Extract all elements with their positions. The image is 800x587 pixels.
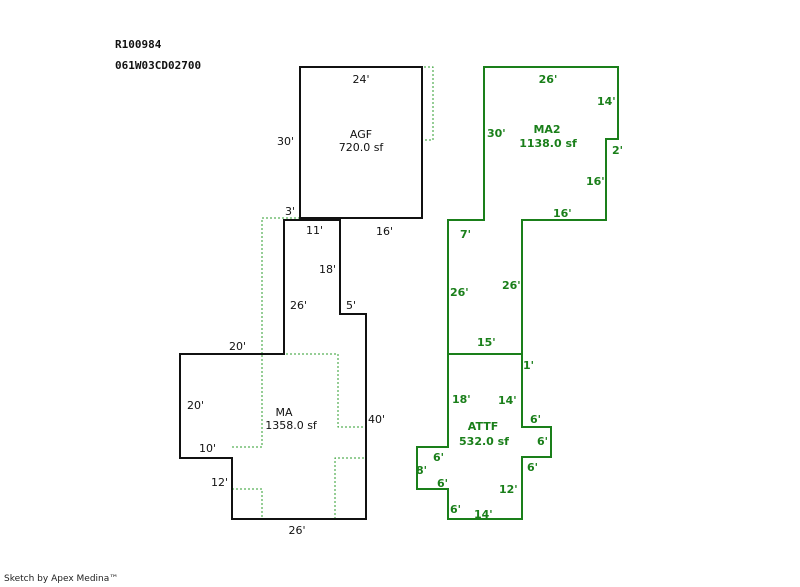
dim-agf-left: 30': [277, 135, 294, 148]
ma-outline: [179, 219, 367, 520]
dim-ma-26-bottom: 26': [288, 524, 305, 537]
attf-area: 532.0 sf: [459, 435, 509, 448]
dim-attf-6d: 6': [527, 461, 538, 474]
agf-area: 720.0 sf: [339, 141, 385, 154]
dim-attf-6f: 6': [450, 503, 461, 516]
ma-area: 1358.0 sf: [265, 419, 318, 432]
dim-ma2-26b: 26': [502, 279, 521, 292]
agf-dotted-edge: [300, 66, 434, 141]
dim-attf-18: 18': [452, 393, 471, 406]
account-number: 061W03CD02700: [115, 59, 202, 72]
dim-ma-40: 40': [368, 413, 385, 426]
parcel-id: R100984: [115, 38, 162, 51]
dim-ma-20-left: 20': [187, 399, 204, 412]
dim-attf-6c: 6': [433, 451, 444, 464]
dim-attf-6a: 6': [530, 413, 541, 426]
dim-attf-14a: 14': [498, 394, 517, 407]
ma2-code: MA2: [533, 123, 560, 136]
ma-dotted-low2: [232, 488, 263, 519]
dim-ma2-2: 2': [612, 144, 623, 157]
dim-ma-5: 5': [346, 299, 356, 312]
footer-credit: Sketch by Apex Medina™: [4, 574, 119, 584]
ma-dotted-inner: [262, 353, 366, 428]
attf-outline: [416, 353, 552, 520]
dim-agf-3: 3': [285, 205, 295, 218]
dim-ma-11: 11': [306, 224, 323, 237]
dim-ma-12: 12': [211, 476, 228, 489]
dim-ma2-7: 7': [460, 228, 471, 241]
dim-ma-20-top: 20': [229, 340, 246, 353]
attf-code: ATTF: [468, 420, 498, 433]
dim-ma2-26a: 26': [450, 286, 469, 299]
dim-ma-18: 18': [319, 263, 336, 276]
green-dimensions: 26' 14' 30' 2' 16' 16' 7' 26' 26' 15' 1'…: [416, 73, 623, 521]
dim-attf-8: 8': [416, 464, 427, 477]
dim-attf-6e: 6': [437, 477, 448, 490]
dim-ma2-15: 15': [477, 336, 496, 349]
ma-dotted-left: [261, 217, 300, 354]
dim-ma2-16a: 16': [586, 175, 605, 188]
ma-dotted-low3: [334, 457, 366, 519]
ma2-outline: [447, 66, 619, 355]
dim-agf-top: 24': [352, 73, 369, 86]
ma-dotted-low1: [232, 354, 263, 448]
black-dimensions: 24' 30' 3' 11' 16' 18' 26' 5' 20' 20' 40…: [187, 73, 393, 537]
agf-code: AGF: [350, 128, 372, 141]
dim-ma-16: 16': [376, 225, 393, 238]
dotted-overlay: [232, 66, 434, 519]
area-labels: AGF 720.0 sf MA 1358.0 sf MA2 1138.0 sf …: [265, 123, 577, 448]
dim-ma-10: 10': [199, 442, 216, 455]
dim-ma2-26-top: 26': [539, 73, 558, 86]
dim-ma2-14: 14': [597, 95, 616, 108]
dim-attf-14b: 14': [474, 508, 493, 521]
ma-code: MA: [275, 406, 292, 419]
agf-outline: [299, 66, 423, 219]
dim-attf-1: 1': [523, 359, 534, 372]
dim-attf-12: 12': [499, 483, 518, 496]
dim-ma2-16b: 16': [553, 207, 572, 220]
dim-ma-26a: 26': [290, 299, 307, 312]
dim-attf-6b: 6': [537, 435, 548, 448]
dim-ma2-30: 30': [487, 127, 506, 140]
ma2-area: 1138.0 sf: [519, 137, 577, 150]
